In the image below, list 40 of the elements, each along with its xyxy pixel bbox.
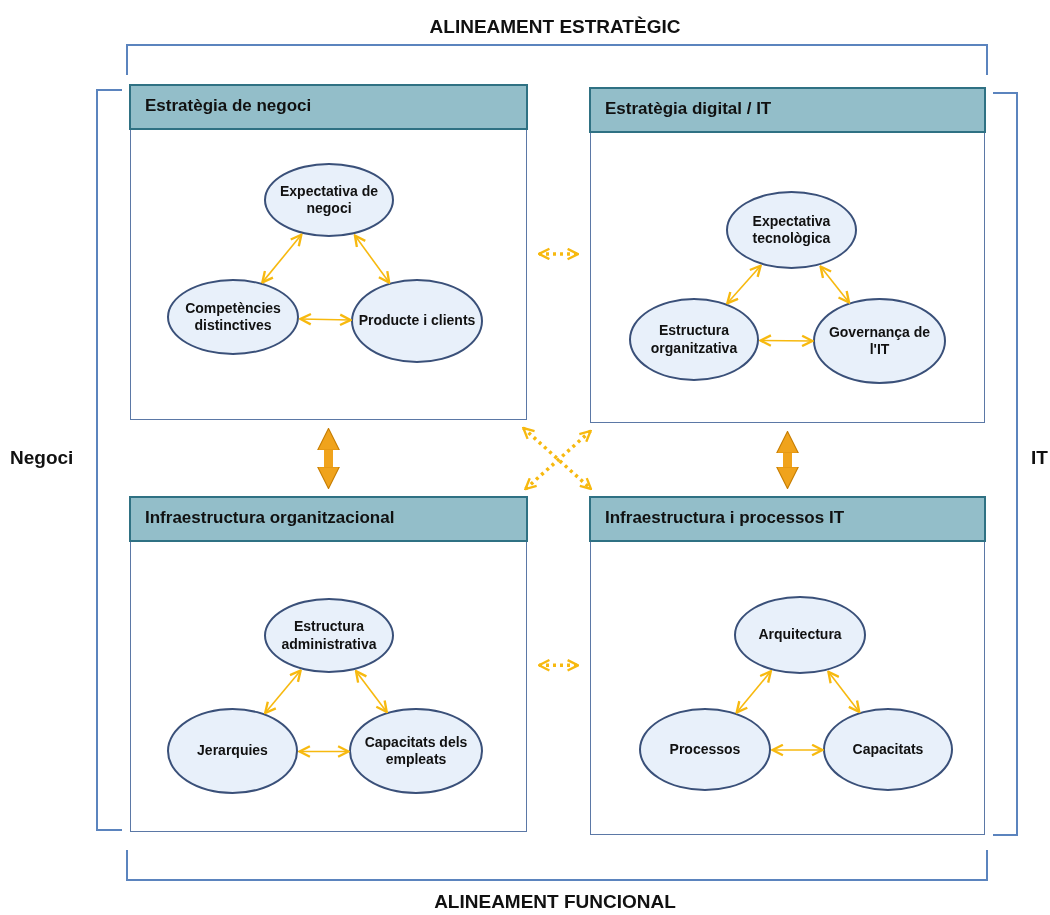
axis-label: Negoci xyxy=(10,447,74,469)
double-arrow xyxy=(316,427,341,490)
double-arrow xyxy=(735,670,772,714)
double-arrow xyxy=(759,334,814,348)
ellipse-node: Estructura administrativa xyxy=(264,598,394,673)
panel xyxy=(130,85,527,420)
double-arrow xyxy=(537,247,580,261)
ellipse-node: Expectativa tecnològica xyxy=(726,191,857,269)
double-arrow xyxy=(353,234,391,284)
panel xyxy=(590,88,985,423)
ellipse-node: Producte i clients xyxy=(351,279,483,363)
double-arrow xyxy=(299,312,352,327)
double-arrow xyxy=(775,430,800,490)
ellipse-node: Processos xyxy=(639,708,771,791)
double-arrow xyxy=(537,658,580,672)
double-arrow xyxy=(261,233,303,284)
ellipse-node: Competències distinctives xyxy=(167,279,299,355)
panel-header: Infraestructura organitzacional xyxy=(129,496,528,542)
panel-header: Infraestructura i processos IT xyxy=(589,496,986,542)
axis-label: IT xyxy=(1031,447,1048,469)
ellipse-node: Estructura organitzativa xyxy=(629,298,759,381)
double-arrow xyxy=(263,669,302,715)
panel-header: Estratègia de negoci xyxy=(129,84,528,130)
panel-header: Estratègia digital / IT xyxy=(589,87,986,133)
panel xyxy=(130,497,527,832)
ellipse-node: Jerarquies xyxy=(167,708,298,794)
double-arrow xyxy=(354,670,388,714)
double-arrow xyxy=(726,264,762,305)
double-arrow xyxy=(827,670,861,714)
ellipse-node: Capacitats xyxy=(823,708,953,791)
double-arrow xyxy=(771,743,824,757)
panel xyxy=(590,497,985,835)
axis-label: ALINEAMENT FUNCIONAL xyxy=(434,891,676,913)
double-arrow xyxy=(298,745,350,758)
ellipse-node: Capacitats dels empleats xyxy=(349,708,483,794)
ellipse-node: Arquitectura xyxy=(734,596,866,674)
double-arrow xyxy=(819,265,851,304)
axis-label: ALINEAMENT ESTRATÈGIC xyxy=(429,16,681,38)
ellipse-node: Governança de l'IT xyxy=(813,298,946,384)
ellipse-node: Expectativa de negoci xyxy=(264,163,394,237)
